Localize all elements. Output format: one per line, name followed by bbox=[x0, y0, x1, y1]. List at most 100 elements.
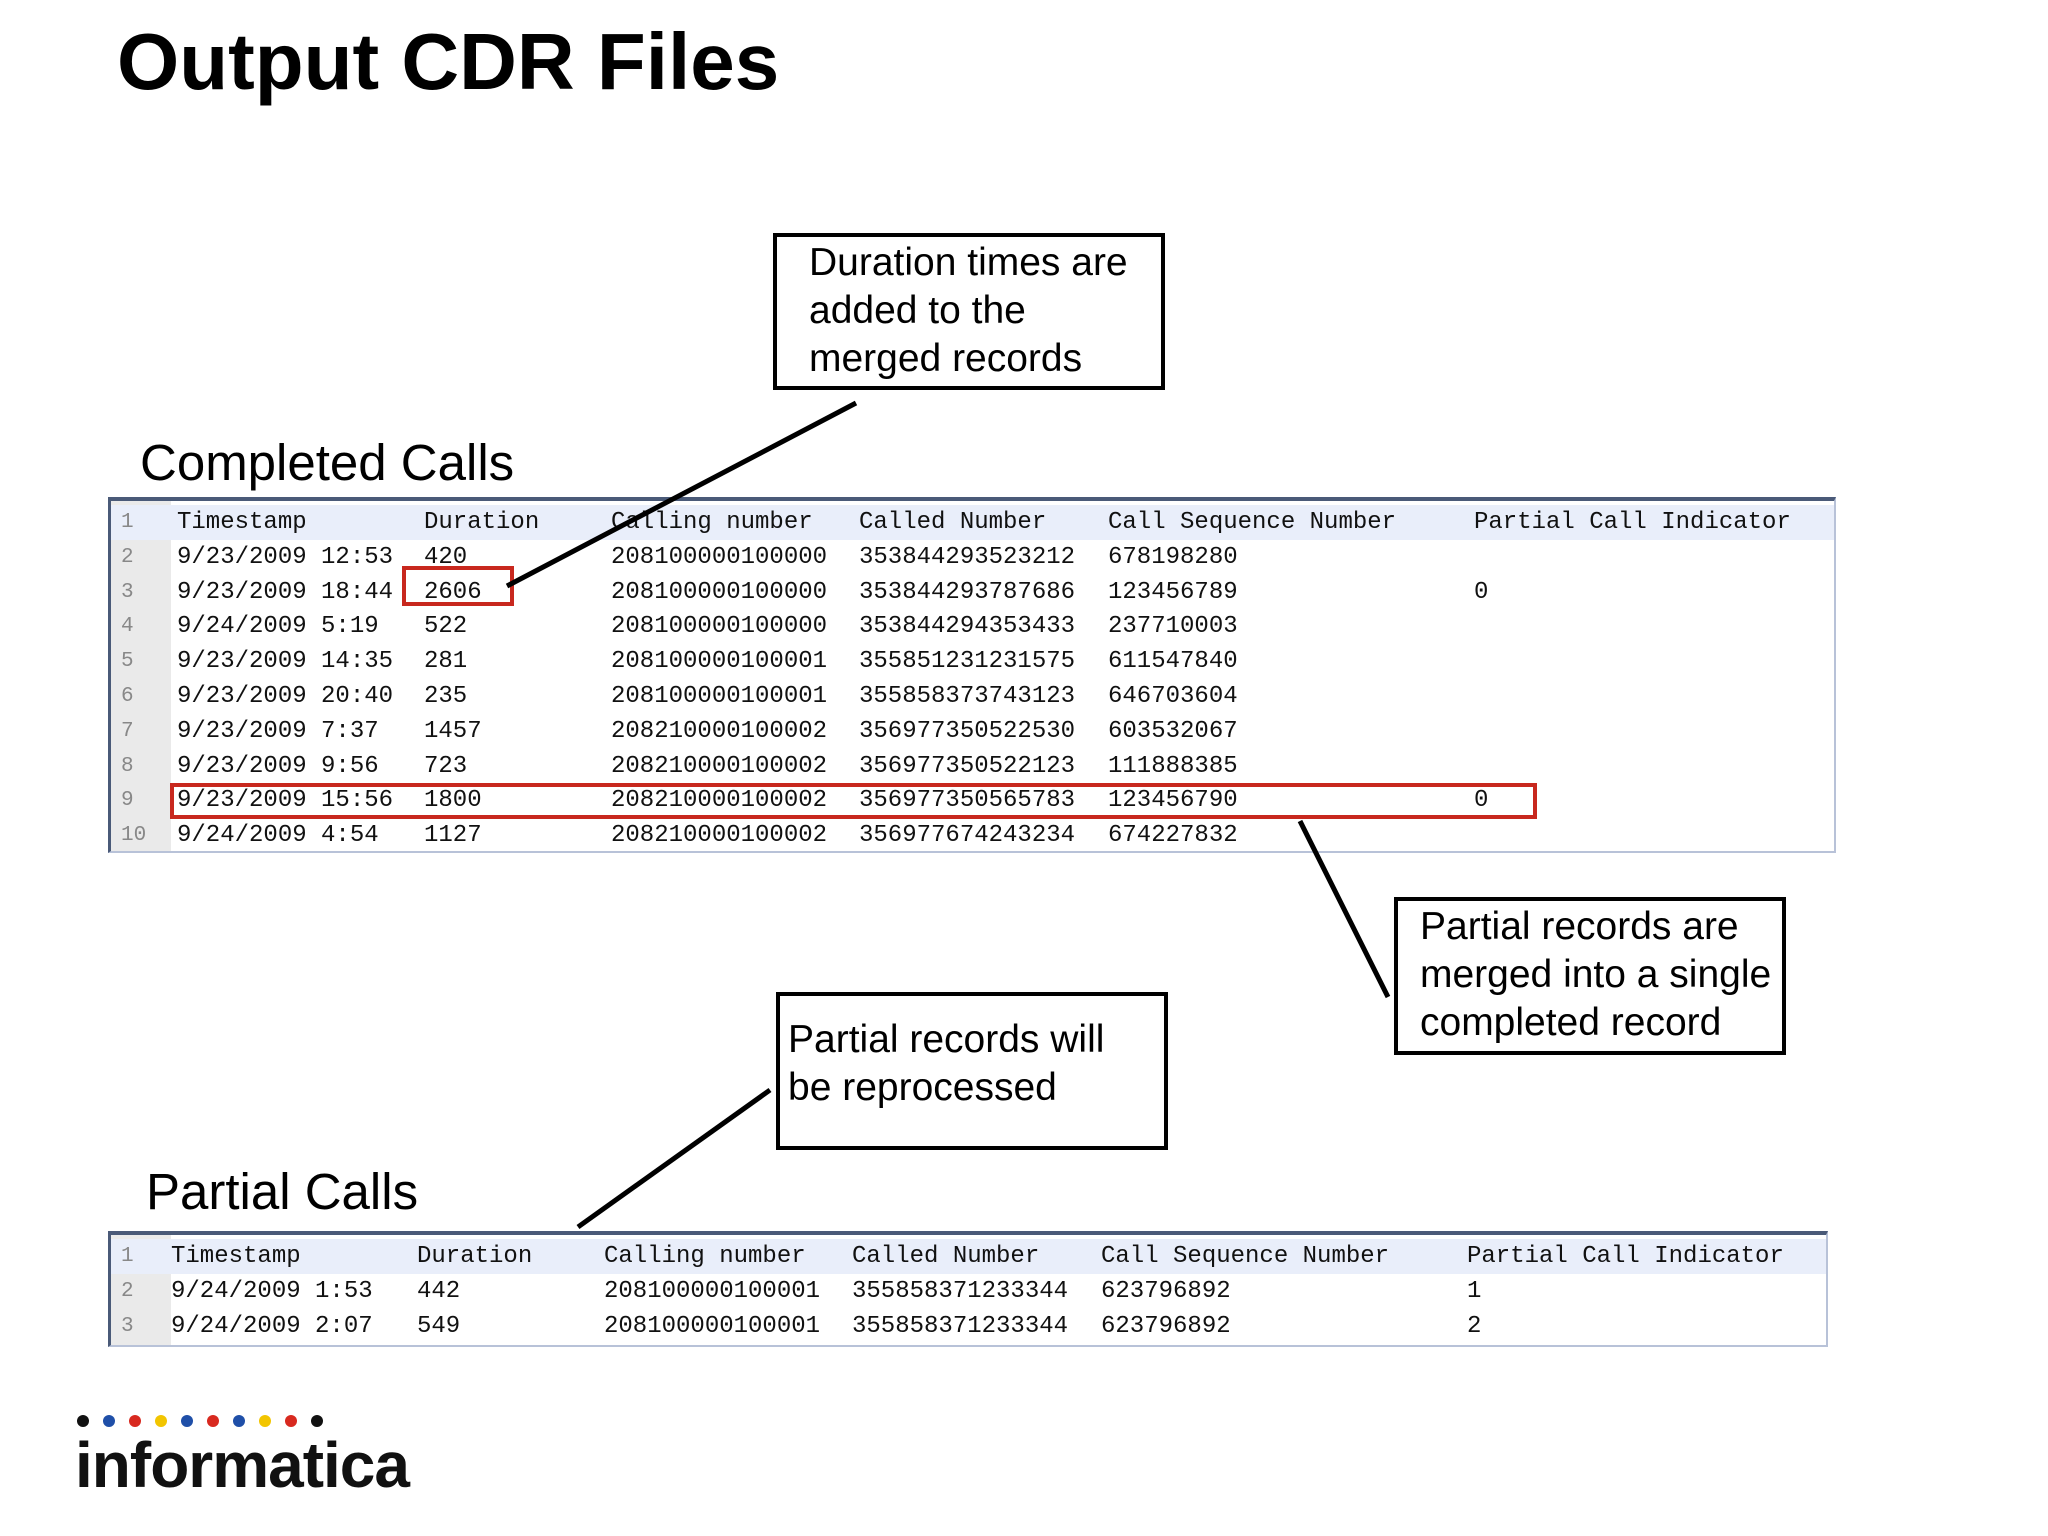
table-cell: 355858371233344 bbox=[852, 1278, 1069, 1305]
table-cell: 442 bbox=[417, 1278, 461, 1305]
table-cell: 353844294353433 bbox=[859, 613, 1076, 641]
table-cell: 208210000100002 bbox=[611, 787, 828, 815]
table-cell: 674227832 bbox=[1108, 822, 1238, 850]
line-number: 6 bbox=[121, 685, 134, 708]
table-cell: 678198280 bbox=[1108, 543, 1238, 571]
table-cell: 208100000100001 bbox=[611, 683, 828, 710]
table-cell: 1800 bbox=[424, 787, 482, 815]
line-number: 3 bbox=[121, 580, 134, 604]
column-header: Timestamp bbox=[171, 1243, 301, 1270]
informatica-logo: informatica bbox=[75, 1415, 410, 1501]
table-cell: 9/23/2009 15:56 bbox=[177, 787, 394, 815]
logo-dot bbox=[155, 1415, 167, 1427]
partial-calls-label: Partial Calls bbox=[146, 1163, 419, 1220]
table-cell: 208100000100001 bbox=[611, 648, 828, 676]
table-cell: 208100000100001 bbox=[604, 1313, 821, 1340]
line-number: 5 bbox=[121, 650, 134, 674]
table-cell: 356977674243234 bbox=[859, 822, 1076, 850]
line-number-gutter bbox=[111, 501, 171, 851]
duration-callout: Duration times are added to the merged r… bbox=[773, 233, 1165, 390]
table-cell: 355851231231575 bbox=[859, 648, 1076, 676]
completed-calls-label: Completed Calls bbox=[140, 434, 515, 491]
reprocessed-connector bbox=[576, 1087, 772, 1230]
line-number: 1 bbox=[121, 511, 134, 534]
line-number: 3 bbox=[121, 1315, 134, 1338]
logo-dot bbox=[311, 1415, 323, 1427]
table-cell: 353844293523212 bbox=[859, 543, 1076, 571]
column-header: Timestamp bbox=[177, 509, 307, 536]
table-cell: 9/23/2009 9:56 bbox=[177, 752, 379, 780]
line-number: 8 bbox=[121, 754, 134, 778]
logo-dot bbox=[233, 1415, 245, 1427]
table-cell: 123456790 bbox=[1108, 787, 1238, 815]
table-cell: 208210000100002 bbox=[611, 717, 828, 745]
table-cell: 9/23/2009 7:37 bbox=[177, 717, 379, 745]
table-cell: 1127 bbox=[424, 822, 482, 850]
logo-wordmark: informatica bbox=[75, 1429, 410, 1501]
column-header: Partial Call Indicator bbox=[1467, 1243, 1784, 1270]
logo-dot bbox=[181, 1415, 193, 1427]
table-row: 2 9/24/2009 1:53 442 208100000100001 3558583… bbox=[111, 1274, 1826, 1309]
table-cell: 235 bbox=[424, 683, 468, 710]
line-number: 2 bbox=[121, 1280, 134, 1303]
table-cell: 0 bbox=[1474, 787, 1489, 815]
line-number: 10 bbox=[121, 824, 147, 848]
table-cell: 1457 bbox=[424, 717, 482, 745]
table-cell: 353844293787686 bbox=[859, 578, 1076, 606]
table-cell: 723 bbox=[424, 752, 468, 780]
table-cell: 208100000100001 bbox=[604, 1278, 821, 1305]
reprocessed-callout: Partial records will be reprocessed bbox=[776, 992, 1168, 1150]
table-cell: 356977350565783 bbox=[859, 787, 1076, 815]
line-number: 9 bbox=[121, 789, 134, 813]
logo-dot bbox=[103, 1415, 115, 1427]
logo-dot bbox=[129, 1415, 141, 1427]
merged-connector bbox=[1297, 819, 1391, 999]
logo-dot bbox=[259, 1415, 271, 1427]
logo-dot bbox=[285, 1415, 297, 1427]
line-number: 1 bbox=[121, 1245, 134, 1268]
table-cell: 1 bbox=[1467, 1278, 1482, 1305]
line-number: 4 bbox=[121, 615, 134, 639]
duration-connector bbox=[505, 400, 858, 589]
column-header: Partial Call Indicator bbox=[1474, 509, 1791, 536]
page-title: Output CDR Files bbox=[117, 17, 780, 106]
column-header: Duration bbox=[424, 509, 540, 536]
table-cell: 355858373743123 bbox=[859, 683, 1076, 710]
table-cell: 2 bbox=[1467, 1313, 1482, 1340]
column-header: Called Number bbox=[852, 1243, 1040, 1270]
table-cell: 0 bbox=[1474, 578, 1489, 606]
table-cell: 623796892 bbox=[1101, 1278, 1231, 1305]
merged-row-highlight-box bbox=[170, 783, 1537, 819]
table-cell: 9/24/2009 4:54 bbox=[177, 822, 379, 850]
logo-dot bbox=[77, 1415, 89, 1427]
column-header: Duration bbox=[417, 1243, 533, 1270]
merged-callout: Partial records are merged into a single… bbox=[1394, 897, 1786, 1055]
table-cell: 9/24/2009 1:53 bbox=[171, 1278, 373, 1305]
table-cell: 603532067 bbox=[1108, 717, 1238, 745]
table-cell: 356977350522123 bbox=[859, 752, 1076, 780]
logo-dots bbox=[77, 1415, 409, 1427]
table-cell: 9/23/2009 12:53 bbox=[177, 543, 394, 571]
column-header: Called Number bbox=[859, 509, 1047, 536]
table-cell: 355858371233344 bbox=[852, 1313, 1069, 1340]
table-header-row: 1 Timestamp Duration Calling number Called N… bbox=[111, 1239, 1826, 1274]
line-number: 7 bbox=[121, 719, 134, 743]
column-header: Calling number bbox=[604, 1243, 806, 1270]
table-row: 3 9/23/2009 18:44 2606 208100000100000 35384… bbox=[111, 575, 1834, 610]
logo-dot bbox=[207, 1415, 219, 1427]
table-cell: 646703604 bbox=[1108, 683, 1238, 710]
table-cell: 208100000100000 bbox=[611, 578, 828, 606]
table-cell: 2606 bbox=[424, 578, 482, 606]
table-cell: 111888385 bbox=[1108, 752, 1238, 780]
table-cell: 208100000100000 bbox=[611, 543, 828, 571]
table-cell: 9/23/2009 18:44 bbox=[177, 578, 394, 606]
table-cell: 208100000100000 bbox=[611, 613, 828, 641]
